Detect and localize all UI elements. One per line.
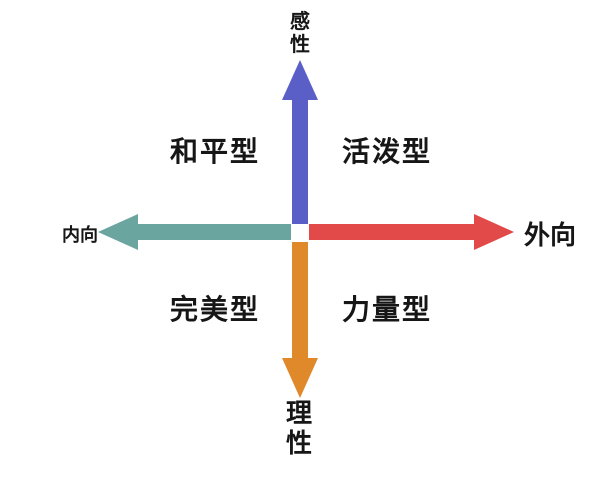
axis-label-rationality: 理性	[285, 399, 312, 459]
axis-label-sensibility: 感性	[290, 9, 310, 56]
quadrant-label-peaceful: 和平型	[169, 135, 260, 168]
axis-label-extrovert: 外向	[524, 221, 577, 251]
quadrant-label-perfect: 完美型	[169, 293, 260, 326]
right-arrow-icon	[309, 214, 514, 250]
left-arrow-icon	[98, 214, 291, 250]
up-arrow-icon	[282, 60, 318, 224]
quadrant-label-powerful: 力量型	[341, 293, 432, 326]
axis-label-introvert: 内向	[62, 225, 98, 246]
down-arrow-icon	[282, 242, 318, 398]
quadrant-label-lively: 活泼型	[341, 135, 432, 168]
